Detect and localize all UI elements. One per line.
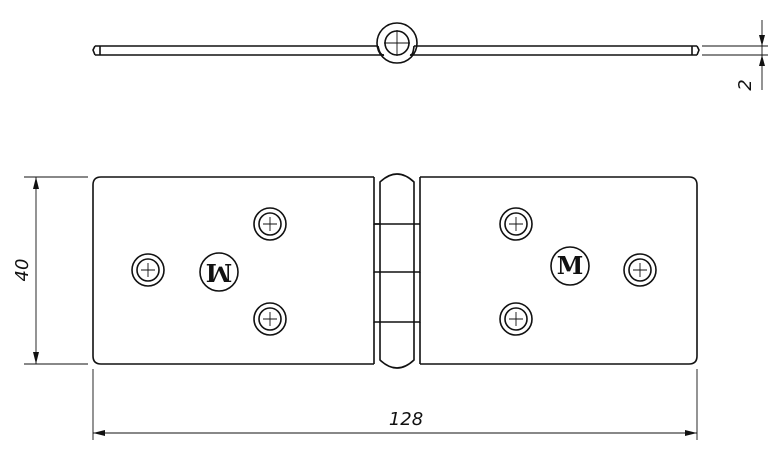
width-dimension-label: 128 xyxy=(389,409,423,430)
left-leaf-outline xyxy=(92,176,374,365)
screw-hole-right-2 xyxy=(499,302,533,336)
screw-hole-right-1 xyxy=(499,207,533,241)
logo-mark-right-letter: M xyxy=(557,251,584,280)
screw-hole-left-2 xyxy=(253,207,287,241)
thickness-dimension-label: 2 xyxy=(735,79,756,90)
screw-hole-right-3 xyxy=(623,253,657,287)
height-dimension-label: 40 xyxy=(12,259,33,282)
width-dimension: 128 xyxy=(92,369,698,440)
screw-hole-left-3 xyxy=(253,302,287,336)
hinge-front-view: M M xyxy=(92,173,698,369)
screw-hole-left-1 xyxy=(131,253,165,287)
thickness-dimension: 2 xyxy=(702,20,768,91)
hinge-knuckle-assembly xyxy=(373,173,421,369)
height-dimension: 40 xyxy=(12,176,88,365)
logo-mark-left: M xyxy=(199,252,239,292)
side-view-knuckle xyxy=(376,22,418,64)
right-leaf-outline xyxy=(420,176,698,365)
logo-mark-left-letter: M xyxy=(206,258,233,287)
hinge-side-view xyxy=(92,22,700,64)
side-view-plate xyxy=(92,45,700,56)
logo-mark-right: M xyxy=(550,246,590,286)
